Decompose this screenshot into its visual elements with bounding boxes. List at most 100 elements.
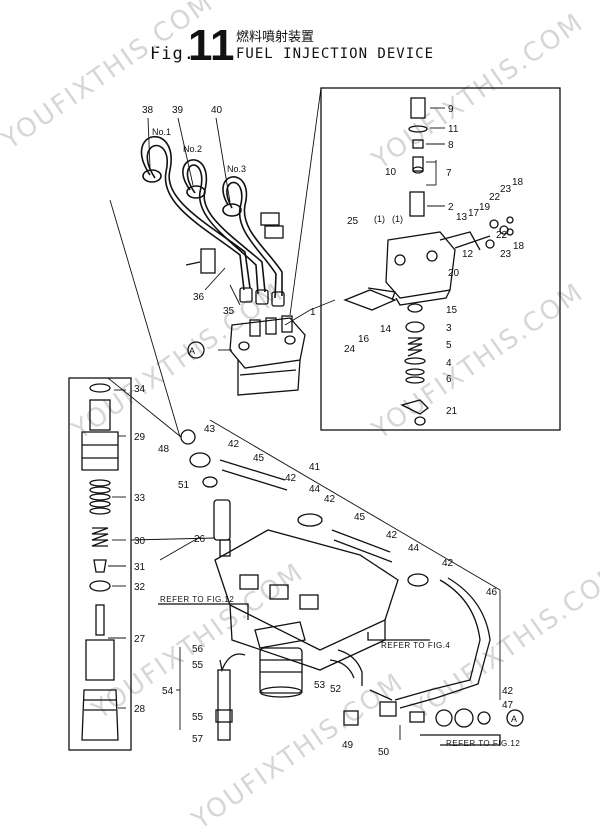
callout: 28 (134, 704, 146, 715)
callout: 49 (342, 740, 354, 751)
callout: 18 (513, 241, 525, 252)
callout: 55 (192, 712, 204, 723)
callout: 55 (192, 660, 204, 671)
callout: 7 (446, 168, 452, 179)
callout: 14 (380, 324, 392, 335)
callout: 24 (344, 344, 356, 355)
ref-line-fig12 (158, 603, 249, 620)
callout: 10 (385, 167, 397, 178)
refer-labels: REFER TO FIG.12 REFER TO FIG.4 REFER TO … (160, 595, 520, 748)
callout: 18 (512, 177, 524, 188)
callout: 47 (502, 700, 514, 711)
pump-exploded-frame (320, 87, 561, 431)
callout: No.3 (227, 164, 246, 174)
fuel-filter (254, 621, 306, 698)
callout: 44 (408, 543, 420, 554)
callout: 42 (324, 494, 336, 505)
delivery-valve-holder (408, 97, 428, 217)
callout: 16 (358, 334, 370, 345)
marker-a-circle (187, 341, 205, 359)
fig-number: 11 (188, 21, 235, 70)
callout: 6 (446, 374, 452, 385)
callout: 15 (446, 305, 458, 316)
nozzle-holder (81, 383, 119, 741)
callout: 27 (134, 634, 146, 645)
callout: 44 (309, 484, 321, 495)
pipe-nuts (239, 287, 285, 307)
callout: 33 (134, 493, 146, 504)
callout: 31 (134, 562, 146, 573)
callout: 13 (456, 212, 468, 223)
injection-pipes (140, 135, 283, 299)
watermark: YOUFIXTHIS.COM (366, 7, 590, 176)
watermark: YOUFIXTHIS.COM (366, 277, 590, 446)
ref-line-fig4 (367, 632, 430, 641)
callout: 43 (204, 424, 216, 435)
title-japanese: 燃料噴射装置 (236, 30, 315, 45)
callout: 39 (172, 105, 184, 116)
injector-exploded-frame (68, 377, 132, 751)
refer-fig4: REFER TO FIG.4 (381, 641, 450, 650)
callout: No.1 (152, 127, 171, 137)
callout: 2 (448, 202, 454, 213)
callout: 22 (496, 230, 508, 241)
title-english: FUEL INJECTION DEVICE (236, 46, 435, 62)
callout-labels: 38 39 40 No.1 No.2 No.3 36 35 1 A 9 11 8… (134, 104, 525, 758)
callout: No.2 (183, 144, 202, 154)
callout: 45 (354, 512, 366, 523)
callout: 36 (193, 292, 205, 303)
control-rack (343, 287, 397, 311)
callout: 23 (500, 184, 512, 195)
callout: 35 (223, 306, 235, 317)
marker-a: A (511, 714, 517, 724)
callout: 57 (192, 734, 204, 745)
callout: 56 (192, 644, 204, 655)
callout: 54 (162, 686, 174, 697)
callout: 9 (448, 104, 454, 115)
callout: 22 (489, 192, 501, 203)
callout: 41 (309, 462, 321, 473)
adjusting-parts (454, 216, 514, 249)
callout: 3 (446, 323, 452, 334)
callout: 19 (479, 202, 491, 213)
callout: 40 (211, 105, 223, 116)
callout: 20 (448, 268, 460, 279)
callout: 51 (178, 480, 190, 491)
plunger-parts (400, 303, 429, 426)
callout: 53 (314, 680, 326, 691)
callout: 21 (446, 406, 458, 417)
leak-off-pipe (180, 429, 491, 728)
pipe-clamp (185, 212, 284, 274)
callout: 4 (446, 358, 452, 369)
callout: 17 (468, 208, 480, 219)
fuel-hose (215, 649, 393, 741)
callout: 42 (285, 473, 297, 484)
callout: 25 (347, 216, 359, 227)
callout: 30 (134, 536, 146, 547)
callout: (1) (374, 214, 385, 224)
ref-line-fig12-bottom (420, 734, 501, 746)
callout: 11 (448, 124, 459, 135)
callout: 42 (502, 686, 514, 697)
callout: 42 (442, 558, 454, 569)
refer-fig12-top: REFER TO FIG.12 (160, 595, 234, 604)
callout: 5 (446, 340, 452, 351)
leader-lines (107, 87, 501, 740)
marker-a-circle (506, 709, 524, 727)
marker-a: A (189, 346, 195, 356)
cylinder-head (214, 529, 399, 671)
injector-assembly (213, 499, 231, 557)
callout: 42 (228, 439, 240, 450)
callout: 26 (194, 534, 206, 545)
callout: 50 (378, 747, 390, 758)
callout: 23 (500, 249, 512, 260)
pump-housing (385, 231, 481, 306)
callout: 32 (134, 582, 146, 593)
callout: 1 (310, 307, 316, 318)
callout: 52 (330, 684, 342, 695)
fig-prefix: Fig. (150, 44, 195, 64)
callout: 45 (253, 453, 265, 464)
callout: 34 (134, 384, 146, 395)
